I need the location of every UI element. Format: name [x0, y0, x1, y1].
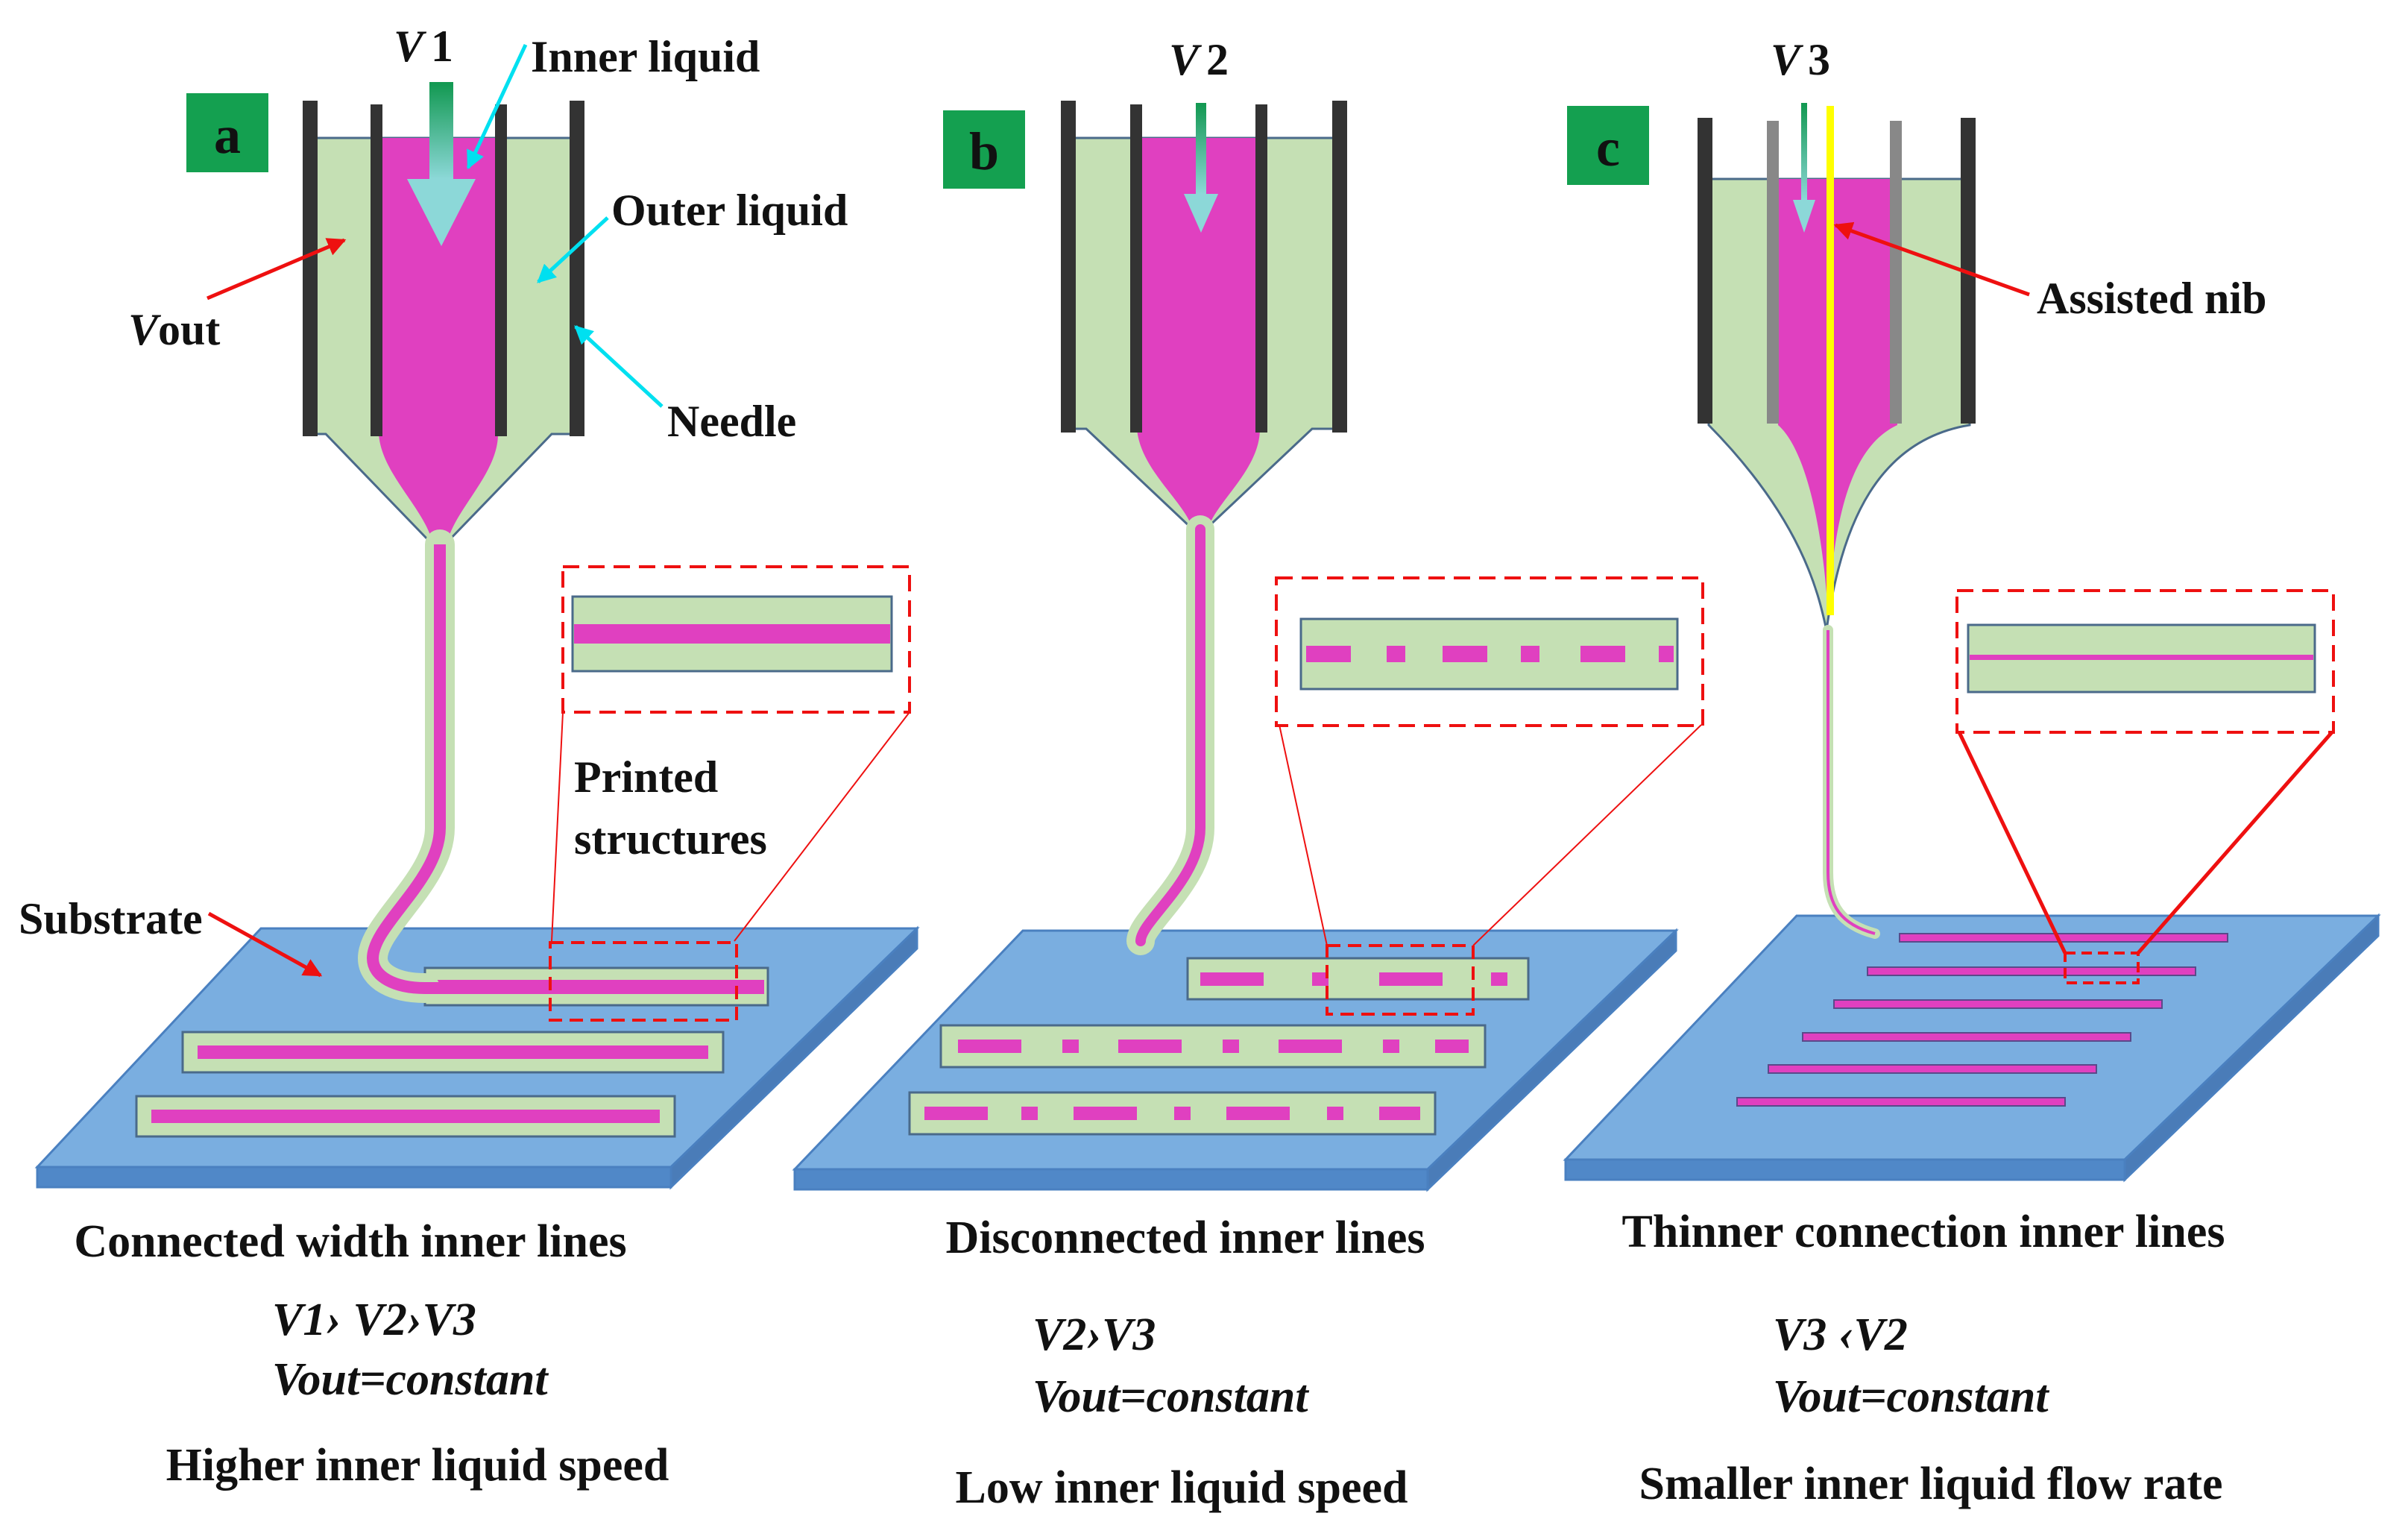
label-substrate: Substrate	[19, 894, 203, 943]
caption-a: Connected width inner lines	[74, 1216, 626, 1267]
panel-badge-b: b	[943, 110, 1025, 189]
printed-lines-b	[908, 957, 1530, 1136]
label-printed-1: Printed	[574, 752, 718, 802]
label-inner-liquid: Inner liquid	[531, 32, 760, 81]
relation-c: V3 ‹V2	[1773, 1309, 1908, 1360]
vout-b: Vout=constant	[1033, 1371, 1309, 1422]
panel-letter-c: c	[1596, 118, 1620, 177]
panel-badge-a: a	[186, 93, 268, 172]
cyan-arrow-outer-liquid	[537, 216, 609, 283]
needle-c	[1698, 106, 1976, 939]
red-arrow-assisted-nib	[1833, 221, 2030, 297]
inner-flow-arrow-a	[407, 82, 476, 246]
inner-flow-arrow-c	[1793, 103, 1815, 233]
label-needle: Needle	[667, 397, 796, 446]
relation-a: V1› V2›V3	[272, 1295, 476, 1345]
needle-a	[303, 101, 764, 1003]
panel-letter-b: b	[969, 122, 999, 181]
speed-c: Smaller inner liquid flow rate	[1639, 1459, 2222, 1509]
cyan-arrow-needle	[574, 325, 664, 408]
zoom-inset-b	[1275, 576, 1704, 1016]
label-outer-liquid: Outer liquid	[611, 186, 848, 235]
red-arrow-substrate	[207, 911, 323, 978]
relation-b: V2›V3	[1033, 1309, 1156, 1360]
caption-c: Thinner connection inner lines	[1622, 1207, 2225, 1257]
needle-b	[1061, 101, 1347, 955]
panel-badge-c: c	[1567, 106, 1649, 185]
caption-b: Disconnected inner lines	[946, 1213, 1425, 1263]
vout-a: Vout=constant	[272, 1354, 549, 1405]
vout-c: Vout=constant	[1773, 1371, 2049, 1422]
zoom-inset-c	[1955, 589, 2335, 984]
label-printed-2: structures	[574, 814, 767, 864]
red-arrow-vout	[207, 238, 347, 301]
speed-a: Higher inner liquid speed	[166, 1440, 669, 1491]
substrate-c	[1563, 913, 2381, 1183]
panel-letter-a: a	[214, 105, 241, 165]
inner-flow-arrow-b	[1184, 103, 1218, 233]
cyan-arrow-inner-liquid	[466, 43, 528, 170]
printed-lines-c	[1736, 933, 2228, 1107]
zoom-inset-a	[549, 565, 911, 1022]
label-vout: Vout	[128, 305, 220, 354]
speed-b: Low inner liquid speed	[956, 1462, 1408, 1513]
label-assisted-nib: Assisted nib	[2037, 274, 2266, 323]
